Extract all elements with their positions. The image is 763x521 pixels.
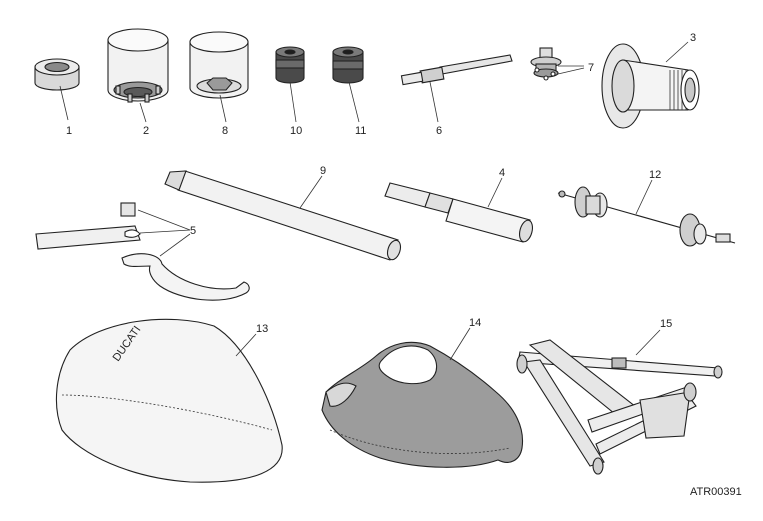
part-5-hook-wrench <box>35 202 250 301</box>
part-label-8: 8 <box>222 125 228 137</box>
part-4-mandrel <box>384 182 534 243</box>
part-2-pin-socket <box>107 28 169 103</box>
part-9-shaft <box>164 170 402 261</box>
part-labels: 1 2 8 10 11 6 7 3 9 4 12 5 13 14 15 <box>66 32 696 335</box>
part-label-7: 7 <box>588 62 594 74</box>
part-label-4: 4 <box>499 167 505 179</box>
part-10-grommet <box>275 46 305 84</box>
part-label-11: 11 <box>355 125 366 137</box>
part-11-grommet <box>332 46 364 84</box>
part-6-drift-pin <box>400 54 513 86</box>
part-label-3: 3 <box>690 32 696 44</box>
leader-lines <box>59 41 689 361</box>
part-label-2: 2 <box>143 125 149 137</box>
part-1-bushing <box>34 58 80 91</box>
part-label-12: 12 <box>649 169 661 181</box>
part-label-13: 13 <box>256 323 268 335</box>
part-label-10: 10 <box>290 125 302 137</box>
part-label-6: 6 <box>436 125 442 137</box>
part-label-15: 15 <box>660 318 672 330</box>
part-14-tank-cover <box>321 341 524 468</box>
part-label-14: 14 <box>469 317 481 329</box>
part-label-9: 9 <box>320 165 326 177</box>
part-label-1: 1 <box>66 125 72 137</box>
part-8-hex-socket <box>189 31 249 99</box>
part-15-folding-stand <box>516 339 723 475</box>
part-12-puller-rod <box>557 186 736 247</box>
part-13-seat-cover: DUCATI <box>55 318 283 483</box>
part-7-small-puller <box>530 47 562 81</box>
part-3-threaded-adapter <box>601 43 700 129</box>
drawing-code: ATR00391 <box>690 486 742 498</box>
part-label-5: 5 <box>190 225 196 237</box>
